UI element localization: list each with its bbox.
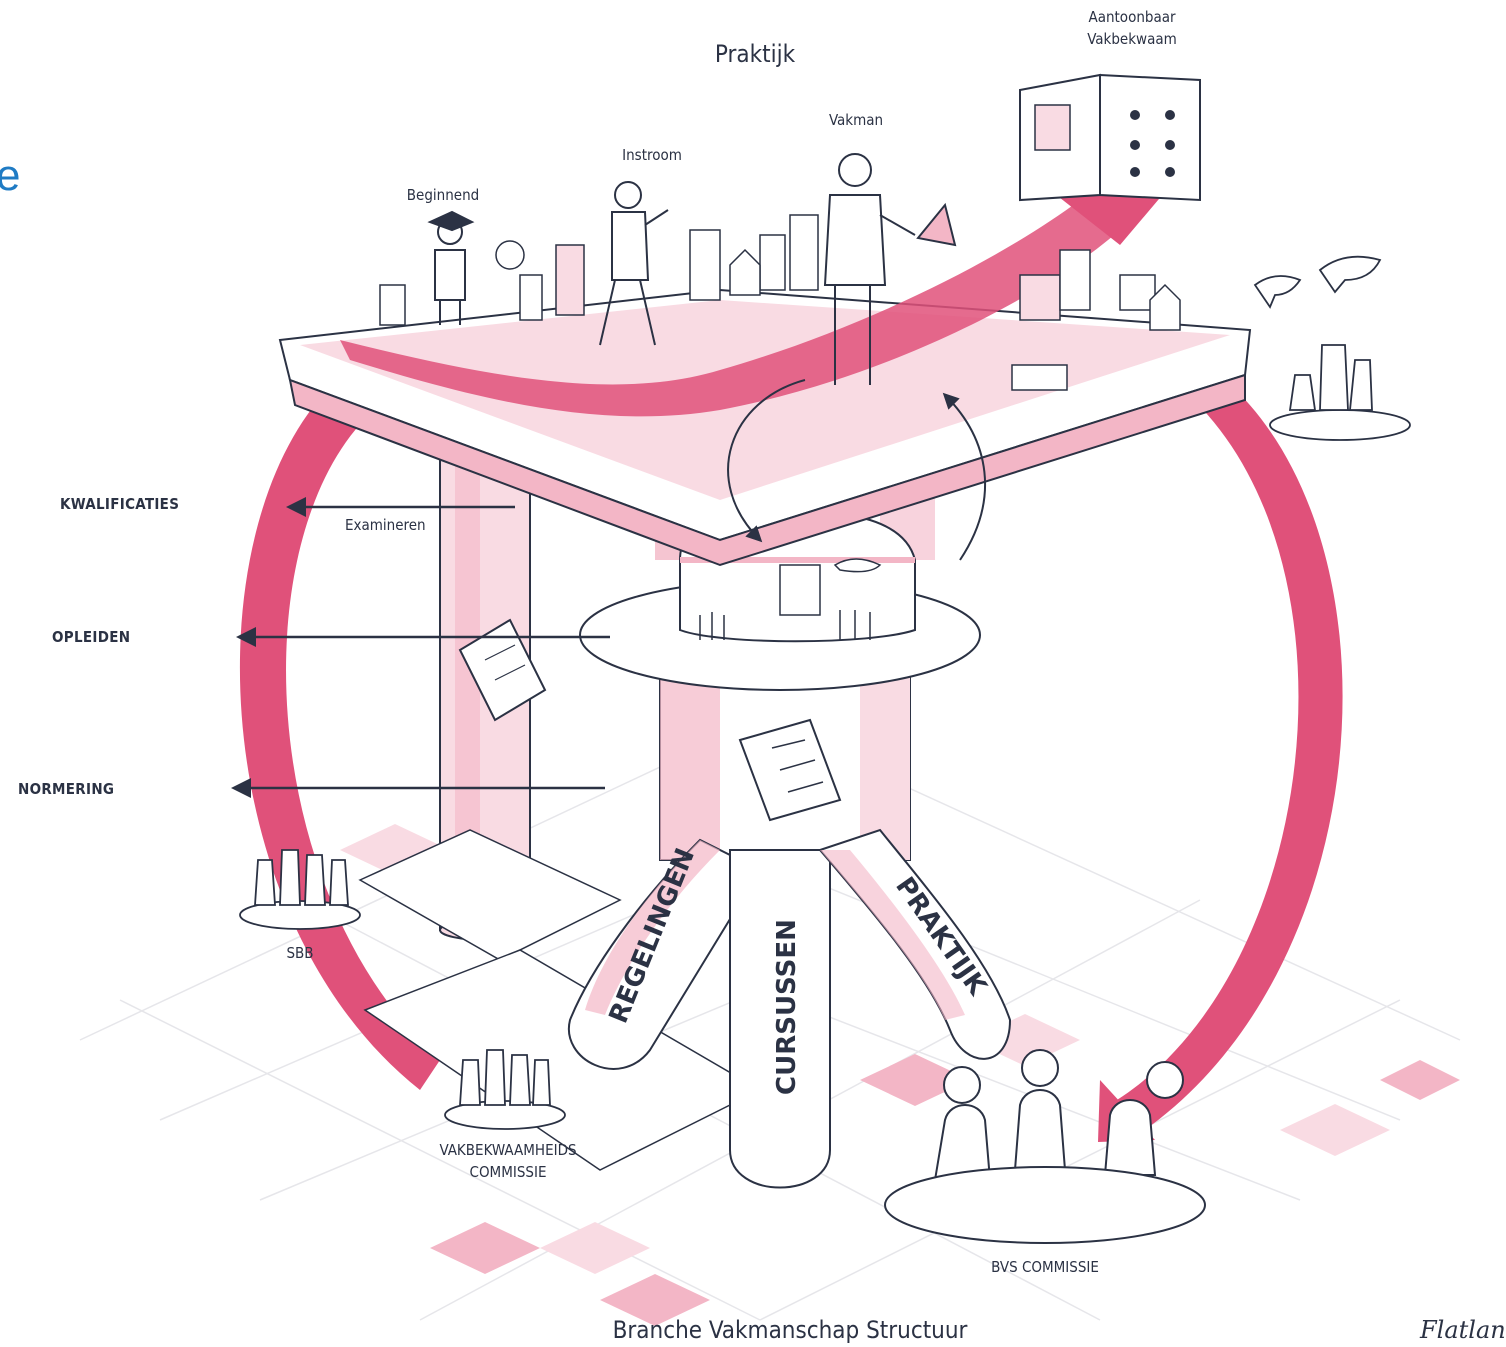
edge-fragment-letter: e: [0, 151, 20, 200]
left-arrows: [231, 497, 610, 798]
person-instroom: [599, 181, 669, 346]
discussion-group: [1253, 255, 1411, 441]
group-vakbekwaamheids-figures: [444, 1049, 566, 1130]
signature: Flatlan: [1419, 1316, 1506, 1344]
dome-cycle-arrows: [727, 379, 986, 561]
stage-instroom: Instroom: [622, 146, 682, 164]
group-sbb-figures: [239, 849, 361, 930]
goal-line-1: Aantoonbaar: [1088, 8, 1176, 26]
label-examineren: Examineren: [345, 516, 426, 534]
label-opleiden: OPLEIDEN: [52, 628, 130, 646]
label-normering: NORMERING: [18, 780, 114, 798]
top-platform: [278, 180, 1252, 567]
group-label-vakbekwaamheids-2: COMMISSIE: [470, 1163, 547, 1181]
goal-line-2: Vakbekwaam: [1087, 30, 1177, 48]
top-title: Praktijk: [715, 40, 796, 68]
leg-label-cursussen: CURSUSSEN: [772, 919, 802, 1095]
group-label-vakbekwaamheids-1: VAKBEKWAAMHEIDS: [439, 1141, 576, 1159]
document-icon-left: [458, 618, 547, 722]
support-legs: [567, 828, 1012, 1189]
stage-beginnend: Beginnend: [407, 186, 479, 204]
stage-vakman: Vakman: [829, 111, 883, 129]
bvs-commission-table: [884, 1049, 1206, 1244]
group-label-sbb: SBB: [286, 944, 313, 962]
certificate-book-icon: [1019, 73, 1201, 202]
group-label-bvs: BVS COMMISSIE: [991, 1258, 1099, 1276]
label-kwalificaties: KWALIFICATIES: [60, 495, 179, 513]
footer-title: Branche Vakmanschap Structuur: [613, 1316, 968, 1344]
person-vakman: [823, 153, 957, 385]
document-icon: [738, 718, 842, 822]
base-plate: [358, 829, 622, 961]
city-skyline: [379, 214, 1181, 391]
person-beginnend: [427, 210, 475, 325]
